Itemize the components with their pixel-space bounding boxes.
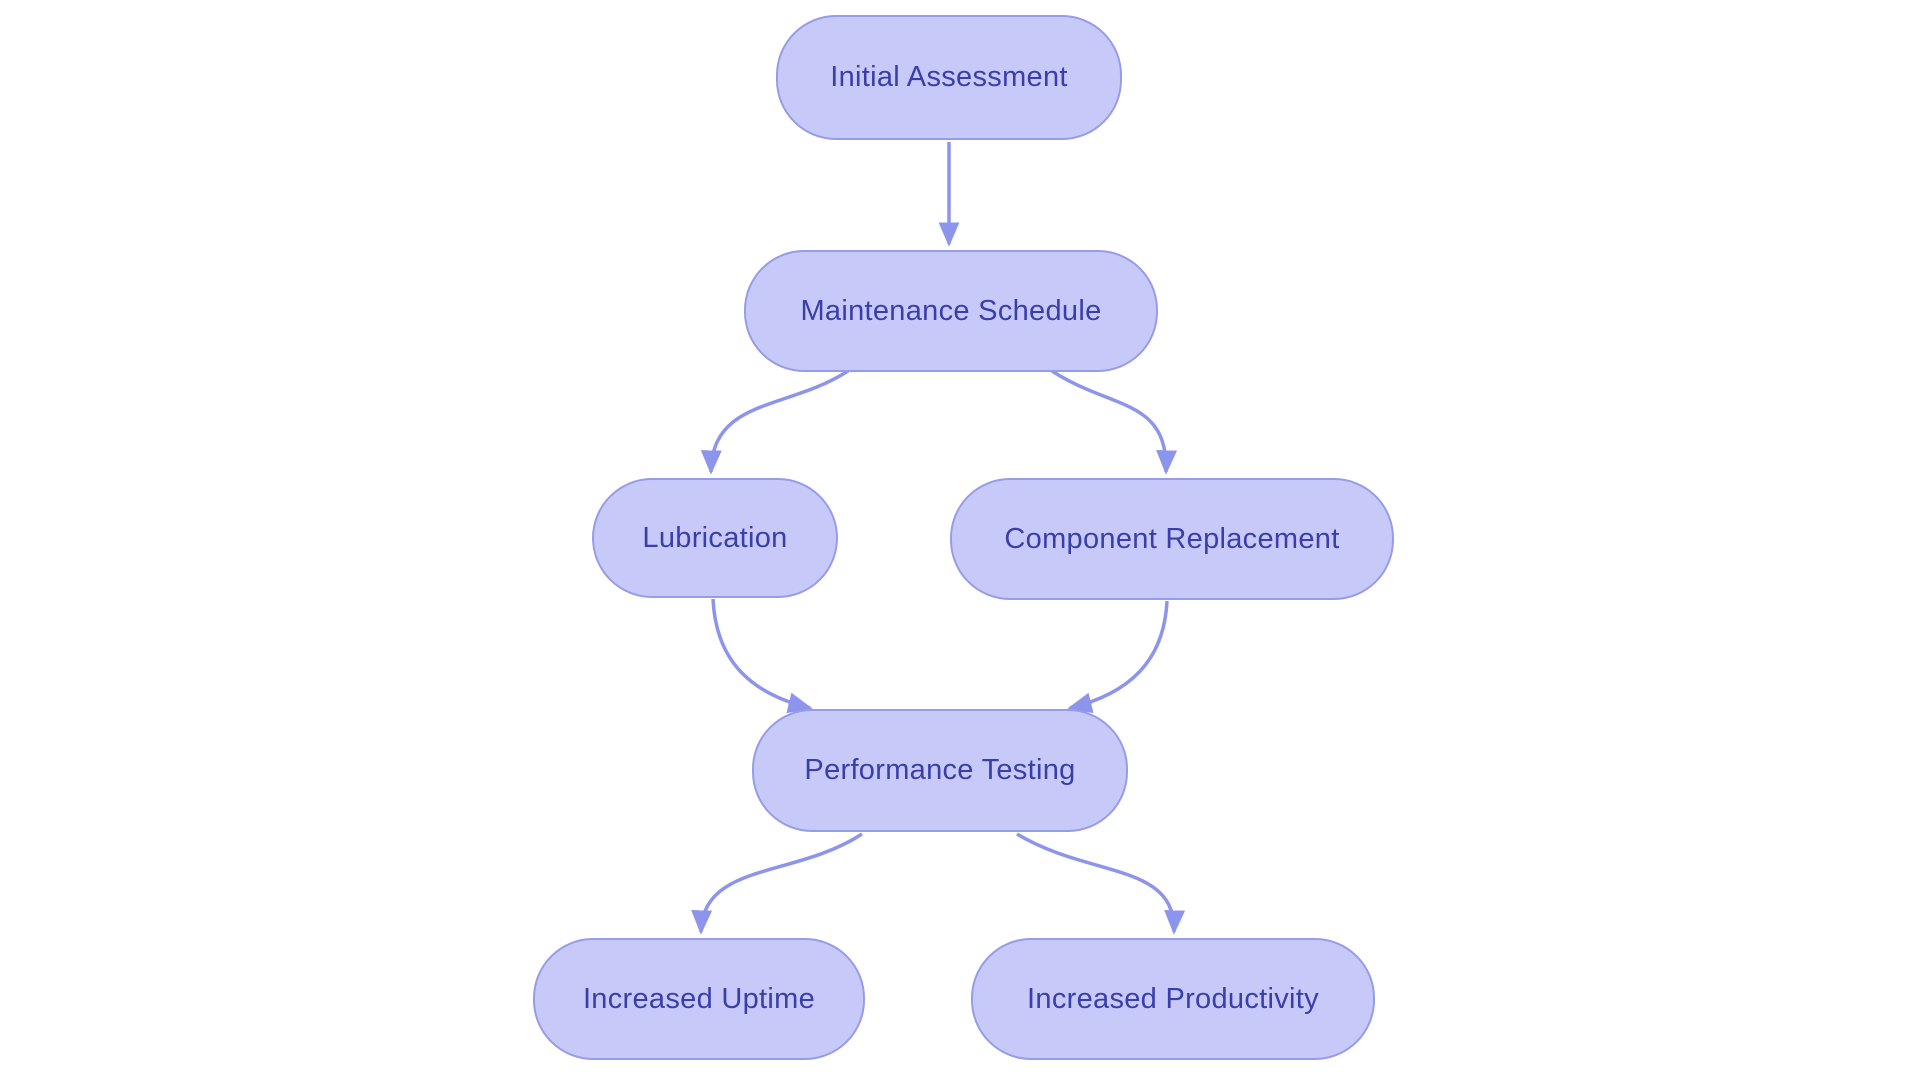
node-initial-assessment: Initial Assessment <box>776 15 1122 140</box>
edge-maintenance-schedule-to-lubrication <box>700 369 849 475</box>
node-lubrication: Lubrication <box>592 478 838 598</box>
node-component-replacement: Component Replacement <box>950 478 1394 600</box>
edge-performance-testing-to-increased-productivity <box>1016 832 1186 935</box>
node-increased-uptime-label: Increased Uptime <box>582 982 816 1015</box>
edge-maintenance-schedule-to-component-replacement <box>1051 369 1178 475</box>
node-increased-productivity-label: Increased Productivity <box>1027 982 1319 1015</box>
node-performance-testing: Performance Testing <box>752 709 1128 832</box>
node-component-replacement-label: Component Replacement <box>1004 522 1340 555</box>
edge-performance-testing-to-increased-uptime <box>691 832 863 935</box>
node-initial-assessment-label: Initial Assessment <box>830 61 1068 93</box>
edge-lubrication-to-performance-testing <box>711 598 813 714</box>
node-lubrication-label: Lubrication <box>642 521 788 554</box>
node-performance-testing-label: Performance Testing <box>804 754 1076 786</box>
edge-component-replacement-to-performance-testing <box>1067 600 1169 714</box>
node-increased-uptime: Increased Uptime <box>533 938 865 1060</box>
node-maintenance-schedule: Maintenance Schedule <box>744 250 1158 372</box>
node-increased-productivity: Increased Productivity <box>971 938 1375 1060</box>
node-maintenance-schedule-label: Maintenance Schedule <box>800 294 1102 327</box>
